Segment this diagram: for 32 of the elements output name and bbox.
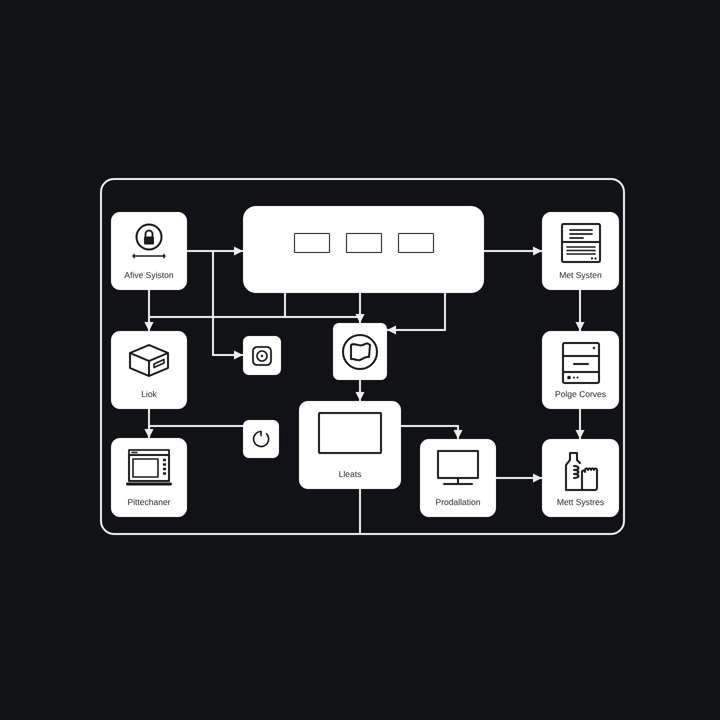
process-box: [542, 212, 619, 290]
arrow: [356, 293, 364, 323]
arrow: [484, 246, 542, 256]
process-box: [542, 331, 619, 409]
arrow: [576, 290, 584, 331]
arrow: [356, 380, 364, 401]
node-label: Liok: [141, 389, 157, 400]
process-box: [542, 439, 619, 517]
panel: [243, 206, 484, 293]
arrow: [401, 425, 462, 439]
arrow: [496, 474, 542, 482]
arrow: [144, 425, 243, 438]
node-label: Lleats: [338, 469, 362, 480]
process-box: [299, 401, 401, 489]
arrow: [187, 250, 243, 360]
node-label: Prodallation: [436, 497, 480, 508]
process-box: [111, 438, 187, 517]
node-label: Mett Systres: [556, 497, 604, 508]
icon-tile: [243, 336, 281, 375]
node-label: Polge Corves: [554, 389, 606, 400]
node-label: Met Systen: [559, 270, 602, 281]
connector-line: [359, 489, 361, 535]
arrow: [576, 409, 584, 439]
icon-tile: [243, 420, 279, 458]
process-box: [420, 439, 496, 517]
process-box: [111, 212, 187, 290]
node-label: Afive Syiston: [124, 270, 174, 281]
arrow: [144, 293, 286, 331]
icon-tile: [333, 323, 387, 380]
arrow: [387, 293, 446, 334]
process-box: [111, 331, 187, 409]
node-label: Pittechaner: [128, 497, 170, 508]
